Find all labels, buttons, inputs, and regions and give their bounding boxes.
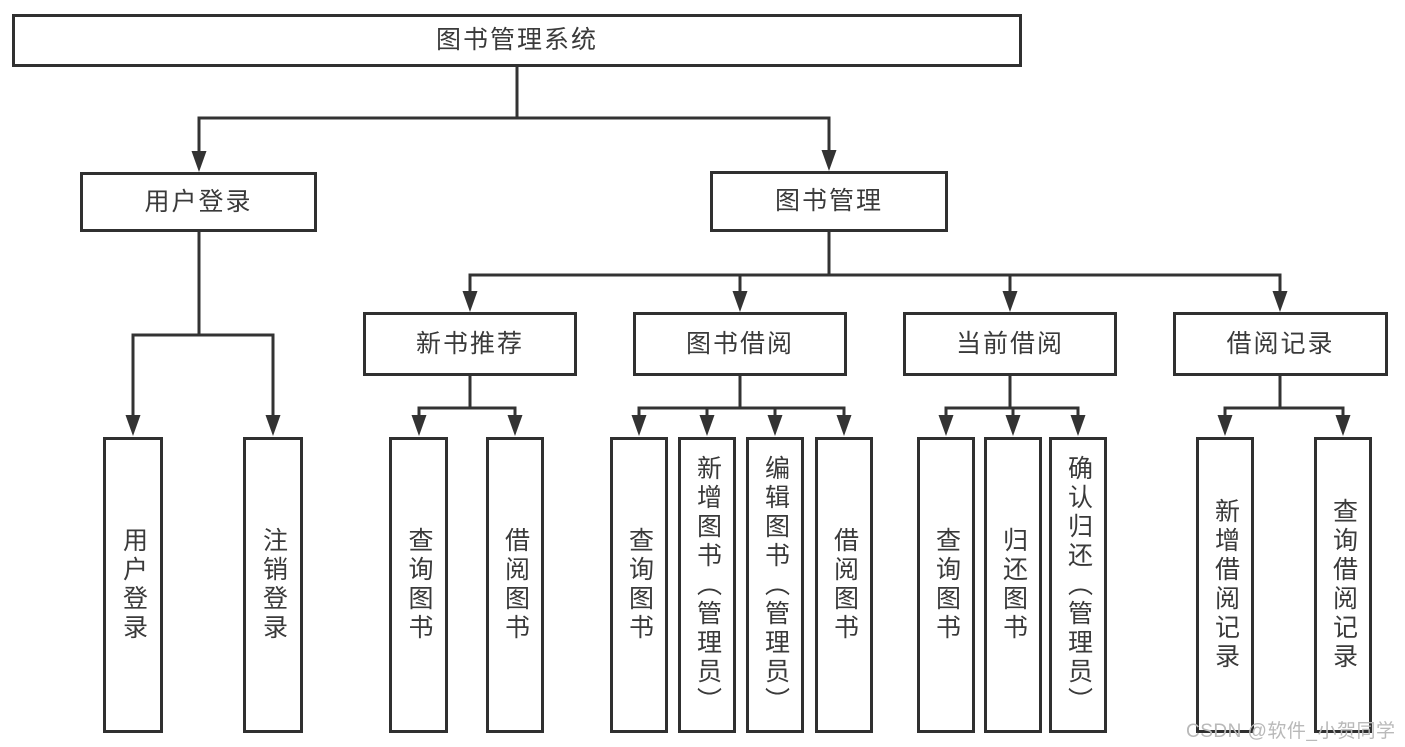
node-leaf-borrow-books-1: 借阅图书 [486, 437, 544, 733]
node-leaf-query-books-3-label: 查询图书 [932, 527, 961, 643]
node-leaf-return-books: 归还图书 [984, 437, 1042, 733]
node-leaf-user-login-label: 用户登录 [119, 527, 148, 643]
connector-strokes [131, 67, 1345, 420]
node-current-borrowing-label: 当前借阅 [955, 329, 1064, 358]
node-book-borrowing-label: 图书借阅 [685, 329, 794, 358]
node-leaf-add-borrow-record-label: 新增借阅记录 [1211, 498, 1240, 672]
node-leaf-add-books-admin-label: 新增图书（管理员） [693, 454, 722, 716]
node-leaf-query-books-2: 查询图书 [610, 437, 668, 733]
node-leaf-return-books-label: 归还图书 [999, 527, 1028, 643]
node-leaf-borrow-books-2-label: 借阅图书 [830, 527, 859, 643]
node-leaf-query-books-3: 查询图书 [917, 437, 975, 733]
node-book-borrowing: 图书借阅 [633, 312, 847, 376]
node-user-login-branch-label: 用户登录 [144, 187, 253, 216]
node-book-management: 图书管理 [710, 171, 948, 232]
node-leaf-add-borrow-record: 新增借阅记录 [1196, 437, 1254, 733]
node-leaf-query-borrow-record: 查询借阅记录 [1314, 437, 1372, 733]
node-leaf-confirm-return-admin-label: 确认归还（管理员） [1064, 454, 1093, 716]
node-leaf-query-books-1: 查询图书 [389, 437, 448, 733]
csdn-watermark: CSDN @软件_小贺同学 [1186, 721, 1396, 742]
node-leaf-borrow-books-2: 借阅图书 [815, 437, 873, 733]
node-new-book-recommend-label: 新书推荐 [415, 329, 524, 358]
node-leaf-user-login: 用户登录 [103, 437, 163, 733]
node-leaf-query-books-2-label: 查询图书 [625, 527, 654, 643]
node-leaf-edit-books-admin-label: 编辑图书（管理员） [761, 454, 790, 716]
node-leaf-edit-books-admin: 编辑图书（管理员） [746, 437, 804, 733]
node-book-management-label: 图书管理 [774, 187, 883, 215]
node-root-label: 图书管理系统 [435, 26, 598, 54]
node-new-book-recommend: 新书推荐 [363, 312, 577, 376]
node-leaf-add-books-admin: 新增图书（管理员） [678, 437, 736, 733]
node-root: 图书管理系统 [12, 14, 1022, 67]
arrowheads [125, 150, 1351, 436]
node-leaf-logout-label: 注销登录 [259, 527, 288, 643]
node-leaf-query-borrow-record-label: 查询借阅记录 [1329, 498, 1358, 672]
node-borrowing-records: 借阅记录 [1173, 312, 1388, 376]
node-leaf-query-books-1-label: 查询图书 [405, 527, 433, 643]
node-current-borrowing: 当前借阅 [903, 312, 1117, 376]
node-leaf-confirm-return-admin: 确认归还（管理员） [1049, 437, 1107, 733]
node-user-login-branch: 用户登录 [80, 172, 317, 232]
node-leaf-borrow-books-1-label: 借阅图书 [501, 527, 530, 643]
node-leaf-logout: 注销登录 [243, 437, 303, 733]
node-borrowing-records-label: 借阅记录 [1226, 329, 1335, 358]
